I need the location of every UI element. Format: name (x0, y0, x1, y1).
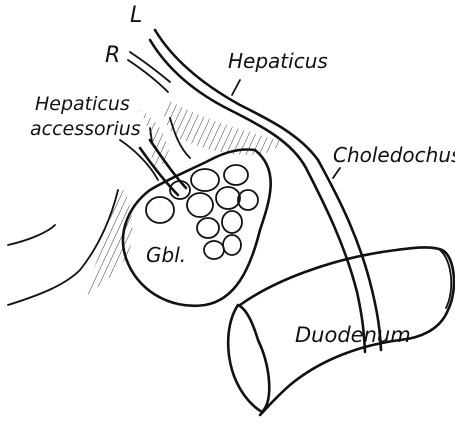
label-hepaticus-accessorius-line1: Hepaticus (35, 93, 130, 115)
label-right: R (105, 43, 120, 68)
label-gallbladder: Gbl. (146, 243, 186, 267)
label-left: L (130, 3, 142, 28)
label-choledochus: Choledochus (333, 143, 455, 167)
label-hepaticus-accessorius-line2: accessorius (30, 118, 141, 140)
label-hepaticus: Hepaticus (228, 49, 328, 73)
label-duodenum: Duodenum (295, 323, 411, 347)
